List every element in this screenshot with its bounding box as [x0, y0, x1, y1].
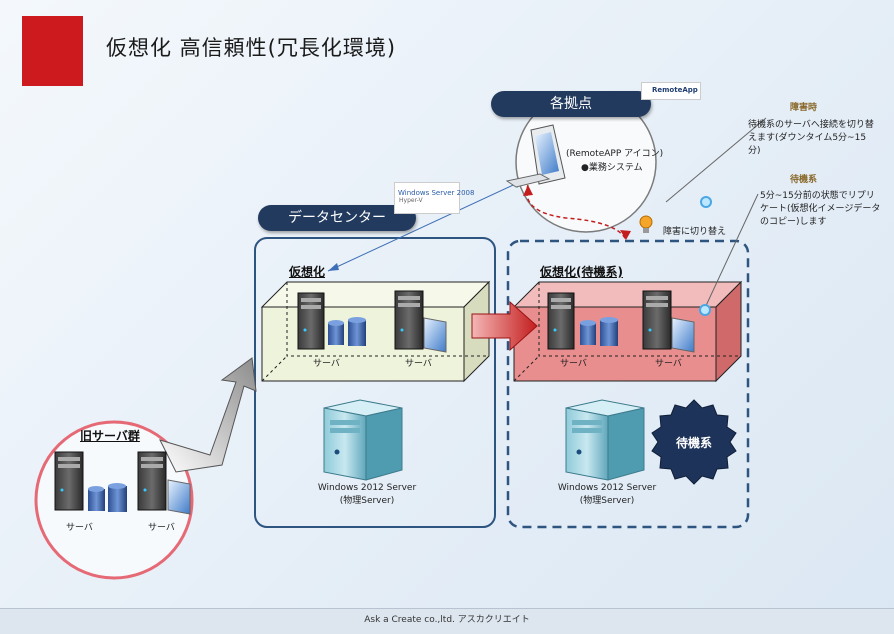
database-icon	[580, 317, 618, 346]
server-icon	[547, 292, 575, 350]
footer-bar: Ask a Create co.,ltd. アスカクリエイト	[0, 608, 894, 634]
fault-callout-line	[665, 117, 767, 203]
server-icon	[54, 451, 84, 511]
pc-monitor-icon	[505, 124, 566, 188]
lightbulb-icon	[639, 215, 653, 233]
replication-arrow	[471, 300, 538, 352]
server-label: サーバ	[148, 523, 175, 533]
standby-note-title: 待機系	[790, 175, 818, 185]
server-icon	[394, 290, 447, 353]
fault-glow-dot	[700, 196, 712, 208]
standby-callout-line	[703, 193, 759, 311]
server-label: サーバ	[66, 523, 93, 533]
remoteapp-logo: RemoteApp	[641, 82, 701, 100]
failover-line	[526, 184, 627, 241]
standby-badge-label: 待機系	[675, 436, 712, 450]
standby-virtualization-label: 仮想化(待機系)	[540, 265, 623, 279]
physical-server-icon	[565, 399, 645, 481]
physical-server-icon	[323, 399, 403, 481]
old-servers-label: 旧サーバ群	[80, 429, 140, 443]
business-system-text: ●業務システム	[581, 163, 643, 173]
physical-server-caption-left: Windows 2012 Server(物理Server)	[317, 483, 417, 506]
migration-arrow	[159, 357, 257, 473]
windows-server-logo: Windows Server 2008 Hyper-V	[394, 182, 474, 214]
virtualization-3d-box	[260, 280, 491, 383]
title-accent-block	[22, 16, 83, 86]
server-label: サーバ	[560, 359, 587, 369]
server-label: サーバ	[313, 359, 340, 369]
footer-text: Ask a Create co.,ltd. アスカクリエイト	[364, 615, 530, 625]
server-icon	[297, 292, 325, 350]
fault-note-title: 障害時	[790, 103, 818, 113]
database-icon	[88, 483, 127, 512]
standby-box	[506, 239, 750, 529]
connection-line	[327, 179, 525, 272]
locations-pill: 各拠点	[491, 91, 651, 117]
physical-server-caption-right: Windows 2012 Server(物理Server)	[557, 483, 657, 506]
datacenter-pill: データセンター	[258, 205, 416, 231]
server-icon	[642, 290, 695, 353]
standby-note-text: 5分~15分前の状態でリプリケート(仮想化イメージデータのコピー)します	[760, 191, 881, 227]
standby-badge-shape	[651, 399, 737, 485]
failover-label: 障害に切り替え	[663, 227, 727, 237]
standby-glow-dot	[699, 304, 711, 316]
virtualization-label: 仮想化	[289, 265, 326, 279]
database-icon	[328, 317, 366, 346]
page-title: 仮想化 高信頼性(冗長化環境)	[106, 36, 397, 60]
server-label: サーバ	[405, 359, 432, 369]
server-label: サーバ	[655, 359, 682, 369]
fault-note-text: 待機系のサーバへ接続を切り替えます(ダウンタイム5分~15分)	[748, 120, 874, 156]
server-icon	[137, 451, 191, 515]
remoteapp-icon-text: (RemoteAPP アイコン)	[566, 149, 664, 159]
